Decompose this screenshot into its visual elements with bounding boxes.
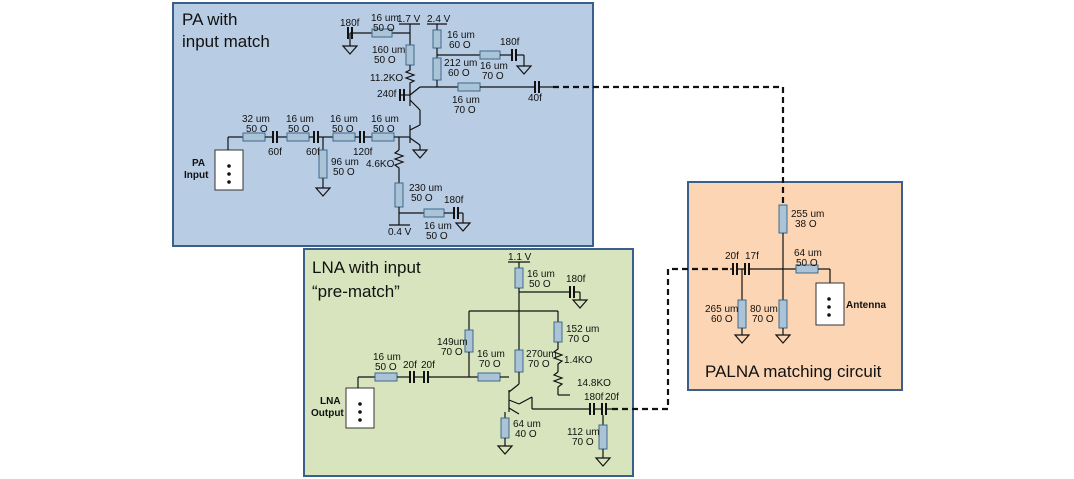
- pa-label: 180f: [340, 18, 360, 29]
- lna-label: 180f: [584, 392, 604, 403]
- palna-label: 50 O: [796, 258, 818, 269]
- pa-to-palna-link: [553, 85, 785, 205]
- lna-label: 112 um: [567, 427, 600, 438]
- pa-input-label-line1: PA: [192, 158, 205, 169]
- pa-label: 16 um: [480, 61, 508, 72]
- pa-label: 16 um: [447, 30, 475, 41]
- lna-label: 14.8KO: [577, 378, 611, 389]
- lna-label: 16 um: [477, 349, 505, 360]
- lna-label: 149um: [437, 337, 468, 348]
- pa-label: 70 O: [482, 71, 504, 82]
- lna-output-label-line2: Output: [311, 408, 344, 419]
- pa-title-line1: PA with: [182, 10, 237, 29]
- pa-label: 16 um: [452, 95, 480, 106]
- pa-label: 212 um: [444, 58, 477, 69]
- palna-block: [687, 181, 903, 391]
- palna-label: 38 O: [795, 219, 817, 230]
- pa-input-port: [214, 137, 244, 191]
- lna-label: 20f: [421, 360, 435, 371]
- pa-label: 60f: [268, 147, 282, 158]
- palna-circuit: [730, 204, 831, 344]
- pa-label: 50 O: [288, 124, 310, 135]
- lna-label: 20f: [403, 360, 417, 371]
- lna-label: 1.1 V: [508, 252, 532, 263]
- pa-label: 16 um: [371, 13, 399, 24]
- lna-label: 64 um: [513, 419, 541, 430]
- palna-label: 20f: [725, 251, 739, 262]
- lna-output-label-line1: LNA: [320, 396, 341, 407]
- pa-label: 16 um: [330, 114, 358, 125]
- pa-label: 160 um: [372, 45, 405, 56]
- palna-labels: 255 um 38 O 20f 17f 64 um 50 O 265 um 60…: [705, 209, 824, 325]
- pa-label: 1.7 V: [397, 14, 421, 25]
- palna-label: 17f: [745, 251, 759, 262]
- lna-circuit: [358, 261, 612, 467]
- pa-label: 60 O: [449, 40, 471, 51]
- lna-label: 50 O: [375, 362, 397, 373]
- antenna-port: [815, 282, 845, 326]
- pa-label: 230 um: [409, 183, 442, 194]
- pa-label: 50 O: [374, 55, 396, 66]
- pa-label: 50 O: [373, 124, 395, 135]
- lna-label: 1.4KO: [564, 355, 593, 366]
- lna-label: 40 O: [515, 429, 537, 440]
- pa-title-line2: input match: [182, 32, 270, 51]
- pa-label: 180f: [444, 195, 464, 206]
- lna-label: 180f: [566, 274, 586, 285]
- lna-to-palna-link: [612, 267, 730, 411]
- pa-labels: 180f 16 um 50 O 1.7 V 2.4 V 160 um 50 O …: [242, 13, 542, 242]
- pa-label: 60f: [306, 147, 320, 158]
- lna-label: 70 O: [572, 437, 594, 448]
- palna-label: 70 O: [752, 314, 774, 325]
- pa-label: 50 O: [332, 124, 354, 135]
- lna-label: 270um: [526, 349, 557, 360]
- pa-label: 50 O: [333, 167, 355, 178]
- palna-label: 255 um: [791, 209, 824, 220]
- lna-labels: 1.1 V 16 um 50 O 180f 152 um 70 O 149um …: [373, 252, 619, 448]
- pa-label: 60 O: [448, 68, 470, 79]
- lna-label: 70 O: [441, 347, 463, 358]
- pa-label: 70 O: [454, 105, 476, 116]
- pa-circuit: [228, 23, 553, 232]
- palna-label: 265 um: [705, 304, 738, 315]
- palna-label: 64 um: [794, 248, 822, 259]
- pa-label: 240f: [377, 89, 397, 100]
- pa-label: 40f: [528, 93, 542, 104]
- lna-label: 70 O: [528, 359, 550, 370]
- lna-title-line2: “pre-match”: [312, 282, 400, 301]
- lna-output-port: [345, 377, 375, 429]
- pa-input-label-line2: Input: [184, 170, 209, 181]
- palna-label: 60 O: [711, 314, 733, 325]
- pa-label: 120f: [353, 147, 373, 158]
- pa-label: 50 O: [426, 231, 448, 242]
- lna-label: 16 um: [527, 269, 555, 280]
- pa-label: 0.4 V: [388, 227, 412, 238]
- pa-label: 180f: [500, 37, 520, 48]
- lna-label: 152 um: [566, 324, 599, 335]
- pa-label: 50 O: [411, 193, 433, 204]
- antenna-label: Antenna: [846, 300, 886, 311]
- lna-label: 20f: [605, 392, 619, 403]
- pa-label: 16 um: [286, 114, 314, 125]
- lna-label: 16 um: [373, 352, 401, 363]
- pa-label: 2.4 V: [427, 14, 451, 25]
- pa-label: 4.6KO: [366, 159, 395, 170]
- lna-title-line1: LNA with input: [312, 258, 421, 277]
- pa-label: 96 um: [331, 157, 359, 168]
- palna-title: PALNA matching circuit: [705, 362, 882, 381]
- pa-label: 11.2KO: [370, 73, 403, 84]
- pa-label: 50 O: [373, 23, 395, 34]
- pa-label: 32 um: [242, 114, 270, 125]
- pa-block: [172, 2, 594, 247]
- palna-label: 80 um: [750, 304, 778, 315]
- lna-label: 70 O: [479, 359, 501, 370]
- lna-label: 70 O: [568, 334, 590, 345]
- lna-label: 50 O: [529, 279, 551, 290]
- pa-label: 16 um: [371, 114, 399, 125]
- pa-label: 50 O: [246, 124, 268, 135]
- pa-label: 16 um: [424, 221, 452, 232]
